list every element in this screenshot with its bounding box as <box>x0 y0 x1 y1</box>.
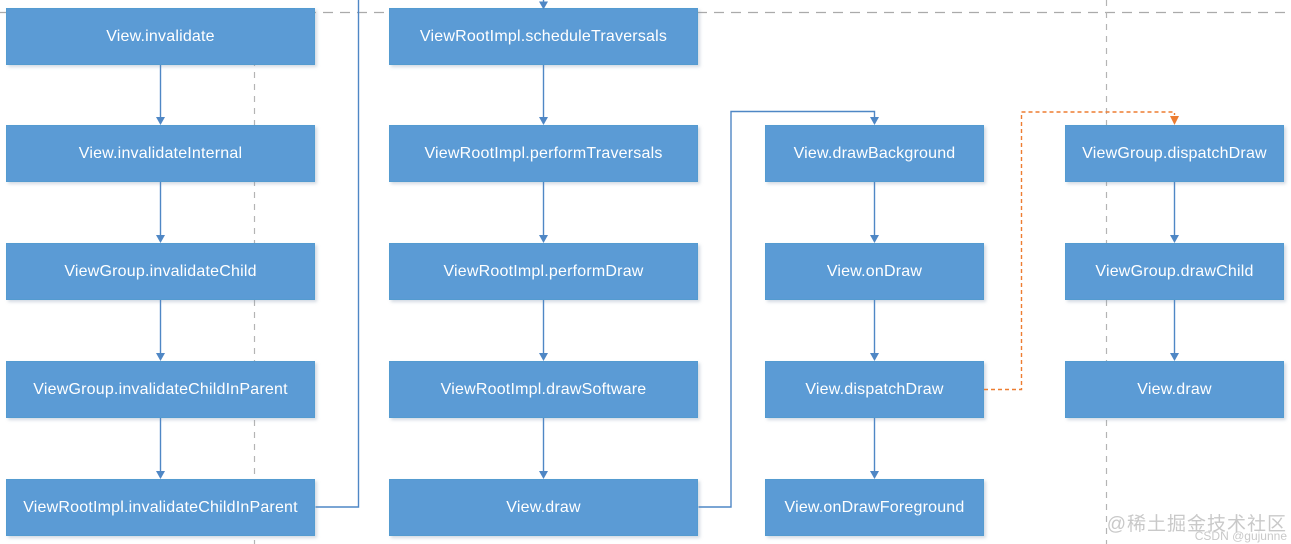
watermark-csdn: CSDN @gujunne <box>1194 528 1287 543</box>
node-viewgroup-invalidatechild: ViewGroup.invalidateChild <box>6 243 315 300</box>
node-view-ondraw: View.onDraw <box>765 243 984 300</box>
node-viewrootimpl-scheduletraversals: ViewRootImpl.scheduleTraversals <box>389 8 698 65</box>
node-viewrootimpl-drawsoftware: ViewRootImpl.drawSoftware <box>389 361 698 418</box>
node-view-invalidateinternal: View.invalidateInternal <box>6 125 315 182</box>
node-viewrootimpl-performtraversals: ViewRootImpl.performTraversals <box>389 125 698 182</box>
watermark-community: @稀土掘金技术社区 <box>1106 513 1287 535</box>
watermark: @稀土掘金技术社区 CSDN @gujunne <box>1106 513 1287 543</box>
connector-dispatchdraw-to-viewgroup-dispatchdraw <box>984 111 1176 391</box>
node-view-dispatchdraw: View.dispatchDraw <box>765 361 984 418</box>
node-viewgroup-drawchild: ViewGroup.drawChild <box>1065 243 1284 300</box>
arrowhead-orange <box>1170 116 1179 125</box>
node-view-invalidate: View.invalidate <box>6 8 315 65</box>
node-view-draw: View.draw <box>389 479 698 536</box>
node-view-ondrawforeground: View.onDrawForeground <box>765 479 984 536</box>
node-view-drawbackground: View.drawBackground <box>765 125 984 182</box>
node-viewgroup-dispatchdraw: ViewGroup.dispatchDraw <box>1065 125 1284 182</box>
connector-viewdraw-to-drawbackground <box>698 110 876 508</box>
node-viewrootimpl-performdraw: ViewRootImpl.performDraw <box>389 243 698 300</box>
node-viewgroup-invalidatechildinparent: ViewGroup.invalidateChildInParent <box>6 361 315 418</box>
arrowheads-blue <box>156 1 1179 479</box>
node-view-draw-2: View.draw <box>1065 361 1284 418</box>
node-viewrootimpl-invalidatechildinparent: ViewRootImpl.invalidateChildInParent <box>6 479 315 536</box>
connector-invalidatechildinparent-to-scheduletraversals <box>315 0 360 508</box>
